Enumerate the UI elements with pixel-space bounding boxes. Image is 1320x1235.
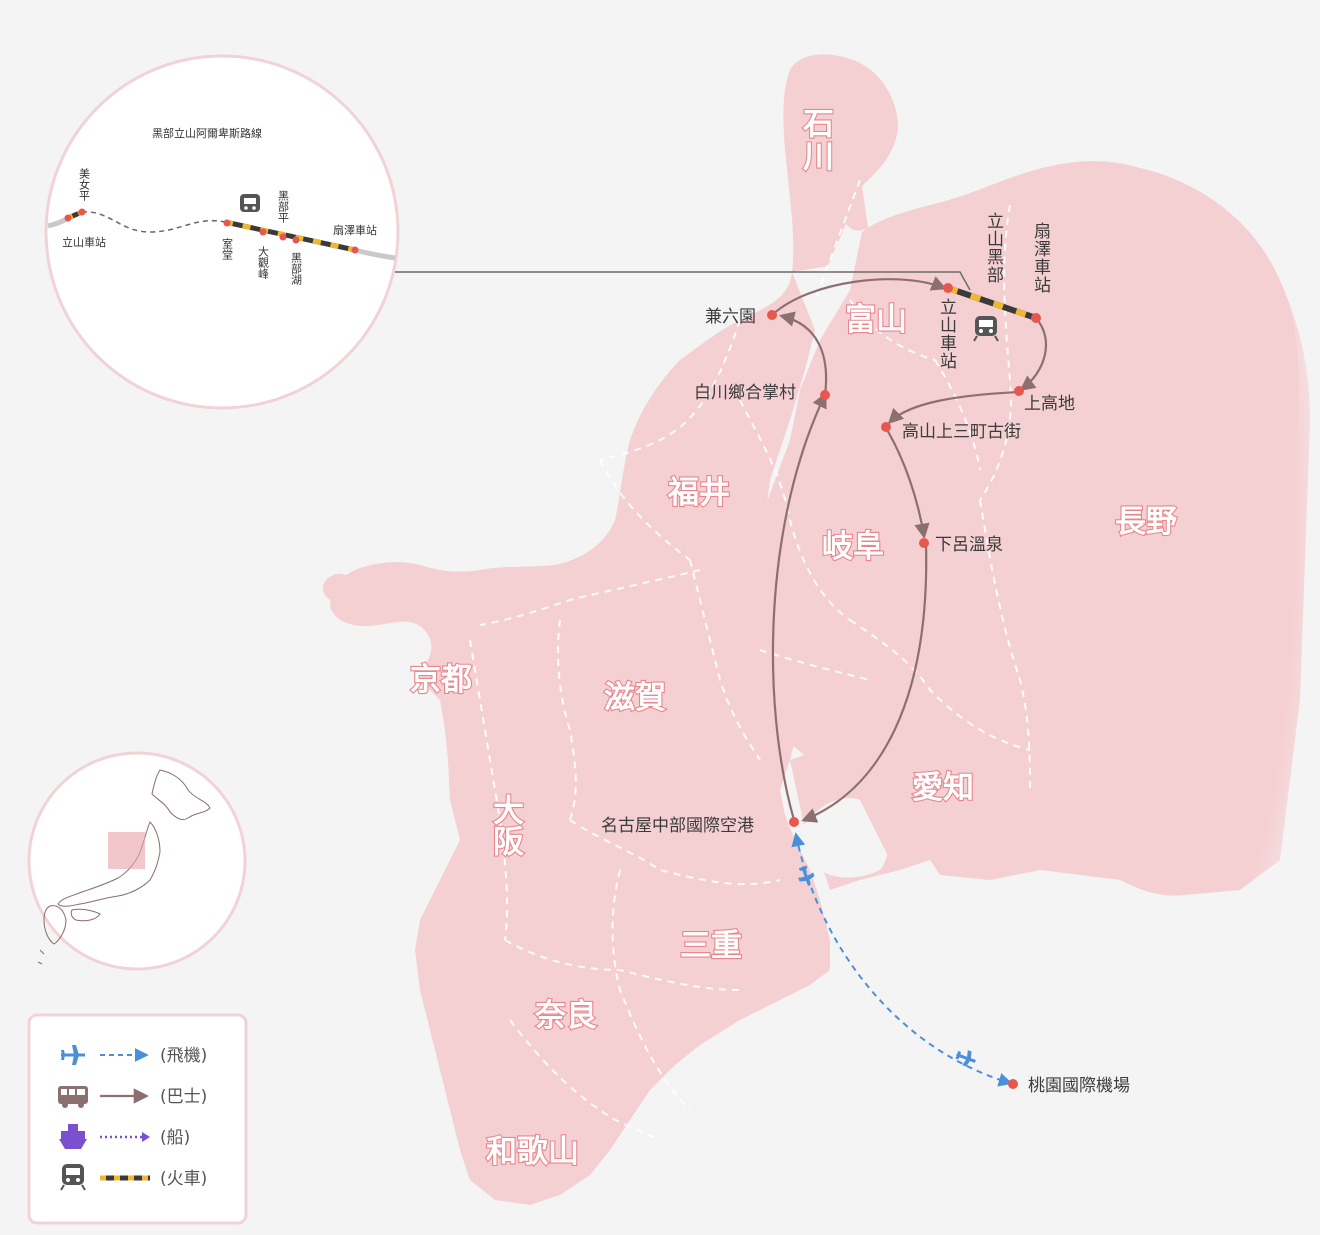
pref-label-toyama: 富山 — [845, 302, 907, 338]
legend-train-label: (火車) — [160, 1169, 207, 1189]
train-route-main — [947, 285, 1037, 321]
dot-kenrokuen — [767, 310, 777, 320]
bus-route-gero-airport — [801, 542, 928, 823]
prefecture-labels: 石川 富山 福井 岐阜 長野 京都 滋賀 愛知 大阪 三重 奈良 和歌山 — [409, 106, 1178, 1171]
bus-routes — [771, 276, 1048, 823]
legend-ship-icon — [59, 1124, 87, 1149]
label-nagoya-airport: 名古屋中部國際空港 — [601, 816, 754, 836]
pref-label-shiga: 滋賀 — [604, 680, 666, 716]
bus-route-takayama-gero — [885, 427, 930, 540]
pref-label-ishikawa: 石川 — [797, 107, 835, 173]
legend-bus-icon — [58, 1086, 88, 1108]
inset-label-daikanbo: 大觀峰 — [257, 245, 270, 279]
dot-ogizawa-station — [1031, 313, 1041, 323]
label-kenrokuen: 兼六園 — [705, 307, 756, 327]
label-gero: 下呂溫泉 — [935, 535, 1003, 555]
pref-label-aichi: 愛知 — [912, 770, 974, 806]
inset-label-kurobedaira: 黑部平 — [277, 190, 290, 224]
alpine-route-inset: 黑部立山阿爾卑斯路線 美女平 立山車站 室堂 大觀峰 — [44, 54, 400, 410]
place-dots — [767, 283, 1041, 1089]
land-mass — [322, 54, 1310, 1205]
pref-label-kyoto: 京都 — [410, 662, 472, 698]
train-icon — [973, 316, 999, 342]
label-tateyama-station: 立山車站 — [936, 298, 957, 370]
inset-label-ogizawa-station: 扇澤車站 — [333, 223, 377, 237]
inset-label-kurobeko: 黑部湖 — [290, 252, 303, 286]
inset-title: 黑部立山阿爾卑斯路線 — [152, 126, 262, 140]
pref-label-wakayama: 和歌山 — [486, 1134, 579, 1170]
label-tateyama-kurobe: 立山黑部 — [983, 212, 1004, 284]
pref-label-nara: 奈良 — [534, 998, 597, 1034]
label-takayama: 高山上三町古街 — [902, 422, 1021, 442]
bus-route-kamikochi-takayama — [887, 390, 1019, 425]
inset-label-tateyama-station: 立山車站 — [62, 235, 106, 249]
dot-takayama — [881, 422, 891, 432]
bus-route-airport-shirakawa — [771, 392, 827, 821]
dot-kamikochi — [1014, 386, 1024, 396]
pref-label-nagano: 長野 — [1115, 504, 1177, 540]
dot-tateyama-station — [943, 283, 953, 293]
label-kamikochi: 上高地 — [1024, 394, 1075, 414]
inset-train-icon — [240, 194, 260, 212]
bus-route-ogizawa-kamikochi — [1019, 317, 1048, 391]
label-ogizawa-station: 扇澤車站 — [1030, 222, 1051, 294]
legend-bus-label: (巴士) — [160, 1087, 207, 1107]
legend: (飛機) (巴士) (船) (火車 — [27, 1013, 248, 1225]
pref-label-gifu: 岐阜 — [822, 529, 884, 565]
label-taoyuan-airport: 桃園國際機場 — [1028, 1076, 1130, 1096]
legend-train-icon — [60, 1164, 86, 1191]
bus-route-shirakawa-kenrokuen — [779, 311, 828, 396]
legend-plane-label: (飛機) — [160, 1046, 207, 1066]
label-shirakawa: 白川鄉合掌村 — [694, 383, 796, 403]
locator-highlight — [108, 832, 145, 869]
legend-ship-label: (船) — [160, 1128, 190, 1148]
japan-locator-inset — [27, 751, 247, 971]
plane-icon — [798, 865, 976, 1067]
bus-route-kenrokuen-tateyama — [771, 276, 947, 316]
dot-nagoya-airport — [789, 817, 799, 827]
inset-leader-line — [395, 271, 971, 291]
legend-plane-icon — [61, 1045, 85, 1065]
dot-gero — [919, 538, 929, 548]
inset-label-bijodaira: 美女平 — [78, 168, 91, 202]
dot-taoyuan-airport — [1008, 1079, 1018, 1089]
inset-label-murodo: 室堂 — [221, 237, 234, 260]
pref-label-osaka: 大阪 — [487, 794, 524, 857]
pref-label-mie: 三重 — [680, 928, 742, 964]
prefecture-boundaries — [469, 179, 1031, 1141]
dot-shirakawa — [820, 390, 830, 400]
pref-label-fukui: 福井 — [667, 475, 730, 511]
place-labels: 兼六園 白川鄉合掌村 立山黑部 扇澤車站 立山車站 上高地 高山上三町古街 下呂… — [601, 212, 1130, 1096]
